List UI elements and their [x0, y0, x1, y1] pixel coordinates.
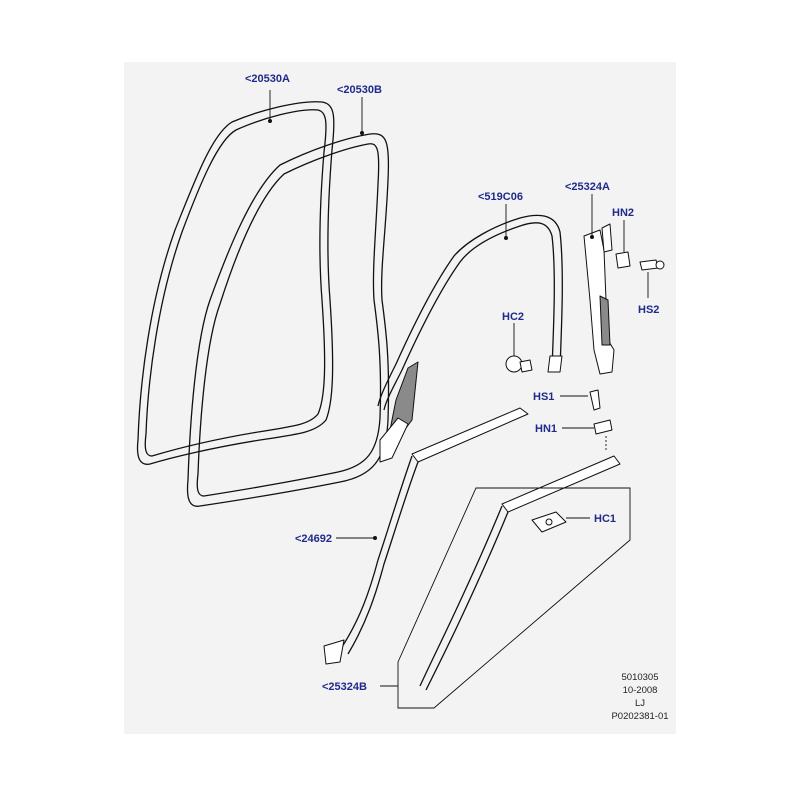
diagram-date: 10-2008 [623, 685, 658, 696]
channel-leader [504, 204, 508, 240]
hs2-screw[interactable] [639, 259, 665, 271]
callout-hn1[interactable]: HN1 [535, 423, 557, 435]
hc1-clip[interactable] [531, 511, 567, 533]
callout-20530b[interactable]: <20530B [337, 84, 382, 96]
seal-front-leader [268, 90, 272, 123]
outer-moulding[interactable] [419, 455, 621, 691]
glass-run-channel[interactable] [377, 214, 563, 463]
callout-hs1[interactable]: HS1 [533, 391, 554, 403]
door-seal-front[interactable] [136, 101, 335, 465]
pillar-trim-upper[interactable] [583, 223, 615, 375]
outer-moulding-bracket [380, 487, 631, 709]
callout-519c06[interactable]: <519C06 [478, 191, 523, 203]
hn2-nut[interactable] [615, 251, 631, 269]
diagram-ref-number: 5010305 [622, 672, 659, 683]
callout-hc1[interactable]: HC1 [594, 513, 616, 525]
belt-moulding-leader [336, 536, 377, 540]
callout-hn2[interactable]: HN2 [612, 207, 634, 219]
callout-hs2[interactable]: HS2 [638, 304, 659, 316]
door-seal-rear[interactable] [186, 133, 390, 507]
pillar-trim-leader [590, 194, 594, 239]
diagram-initials: LJ [635, 698, 645, 709]
callout-20530a[interactable]: <20530A [245, 73, 290, 85]
hn1-nut[interactable] [593, 419, 613, 435]
hc2-clip[interactable] [505, 355, 533, 373]
callout-25324a[interactable]: <25324A [565, 181, 610, 193]
belt-moulding[interactable] [323, 407, 529, 665]
callout-25324b[interactable]: <25324B [322, 681, 367, 693]
seal-rear-leader [360, 97, 364, 135]
callout-24692[interactable]: <24692 [295, 533, 332, 545]
hs1-screw[interactable] [589, 389, 601, 411]
callout-hc2[interactable]: HC2 [502, 311, 524, 323]
diagram-code: P0202381-01 [611, 711, 668, 722]
hn1-leader [562, 427, 607, 450]
